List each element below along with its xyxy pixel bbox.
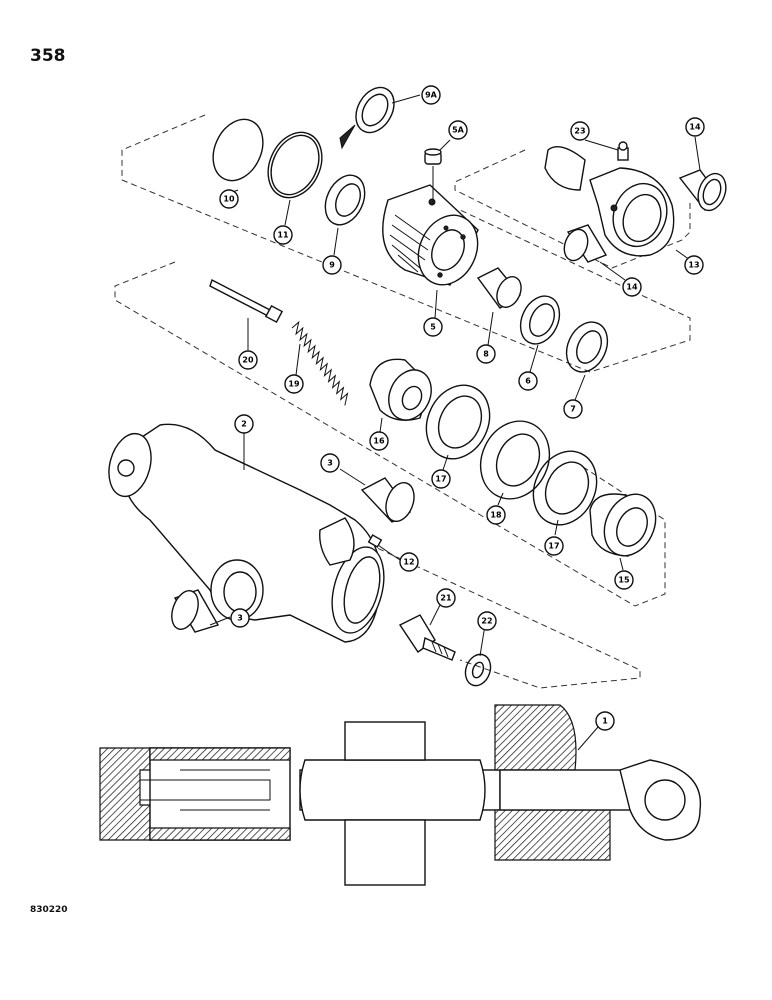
- spring-part-19: [291, 320, 349, 406]
- gland-part-5: [382, 184, 479, 286]
- middle-group-outline: [114, 261, 666, 607]
- callout-label: 21: [440, 594, 452, 603]
- callout-label: 11: [277, 231, 289, 240]
- callout-3-bottom: 3: [230, 608, 250, 628]
- callout-21: 21: [436, 588, 456, 608]
- washer-part-22: [464, 653, 492, 687]
- callout-label: 5A: [452, 126, 465, 135]
- callout-2: 2: [234, 414, 254, 434]
- ring-part-6: [519, 295, 561, 345]
- callout-label: 14: [626, 283, 638, 292]
- callout-9A: 9A: [421, 85, 441, 105]
- rod-eye-part-13: [544, 146, 675, 257]
- callout-label: 9A: [425, 91, 438, 100]
- lower-group-outline: [359, 539, 641, 689]
- leader-lines: [209, 94, 701, 751]
- callout-5A: 5A: [448, 120, 468, 140]
- callout-label: 6: [525, 377, 531, 386]
- callout-14-top: 14: [685, 117, 705, 137]
- rod-end-group-outline: [454, 149, 691, 269]
- callout-19: 19: [284, 374, 304, 394]
- callout-12: 12: [399, 552, 419, 572]
- callout-label: 22: [481, 617, 492, 626]
- o-ring-part-10: [212, 118, 264, 182]
- bushing-part-14-bottom: [563, 224, 608, 263]
- callout-16: 16: [369, 431, 389, 451]
- assembled-cylinder-section-view: [99, 704, 702, 886]
- callout-label: 3: [237, 614, 243, 623]
- pin-part-5A: [424, 148, 442, 205]
- page-number: 358: [30, 46, 66, 66]
- callout-17-second: 17: [544, 536, 564, 556]
- backup-ring-part-11: [267, 131, 323, 199]
- callout-label: 12: [403, 558, 414, 567]
- fitting-part-21: [398, 614, 456, 661]
- callout-label: 17: [435, 475, 446, 484]
- callout-10: 10: [219, 189, 239, 209]
- seal-part-9: [324, 174, 366, 226]
- piston-part-16: [369, 358, 432, 421]
- callout-7: 7: [563, 399, 583, 419]
- seal-part-17-second: [532, 450, 598, 526]
- callout-14-bottom: 14: [622, 277, 642, 297]
- callout-22: 22: [477, 611, 497, 631]
- callout-label: 23: [574, 127, 585, 136]
- cylinder-barrel-part-2: [108, 423, 385, 643]
- callout-23: 23: [570, 121, 590, 141]
- bushing-part-14-top: [678, 169, 727, 212]
- bolt-part-20: [209, 279, 284, 324]
- upper-group-outline: [121, 114, 691, 373]
- callout-13: 13: [684, 255, 704, 275]
- grease-fitting-part-23: [617, 141, 629, 161]
- bushing-part-8: [476, 267, 522, 309]
- callout-17-first: 17: [431, 469, 451, 489]
- callout-label: 17: [548, 542, 559, 551]
- callout-11: 11: [273, 225, 293, 245]
- callout-label: 14: [689, 123, 701, 132]
- callout-label: 20: [242, 356, 254, 365]
- seal-part-17-first: [425, 384, 491, 460]
- callout-label: 2: [241, 420, 247, 429]
- callout-label: 19: [288, 380, 300, 389]
- wiper-ring-part-9A: [339, 86, 395, 150]
- callout-8: 8: [476, 344, 496, 364]
- document-code: 830220: [30, 905, 68, 915]
- callout-label: 7: [570, 405, 576, 414]
- nut-part-15: [589, 493, 657, 557]
- bushing-part-3-bottom: [171, 589, 220, 633]
- callout-label: 3: [327, 459, 333, 468]
- callout-label: 8: [483, 350, 489, 359]
- screw-part-12: [367, 534, 389, 553]
- callout-5: 5: [423, 317, 443, 337]
- seal-part-7: [565, 321, 609, 373]
- callout-18: 18: [486, 505, 506, 525]
- callout-label: 16: [373, 437, 385, 446]
- callout-9: 9: [322, 255, 342, 275]
- bushing-part-3-top: [360, 477, 415, 523]
- callout-label: 9: [329, 261, 335, 270]
- callout-6: 6: [518, 371, 538, 391]
- callout-label: 18: [490, 511, 502, 520]
- callout-label: 10: [223, 195, 235, 204]
- callout-20: 20: [238, 350, 258, 370]
- callout-label: 15: [618, 576, 630, 585]
- callout-15: 15: [614, 570, 634, 590]
- callout-label: 1: [602, 717, 608, 726]
- ring-part-18: [479, 420, 551, 500]
- callout-label: 5: [430, 323, 436, 332]
- callout-3-top: 3: [320, 453, 340, 473]
- callout-label: 13: [688, 261, 699, 270]
- callout-1: 1: [595, 711, 615, 731]
